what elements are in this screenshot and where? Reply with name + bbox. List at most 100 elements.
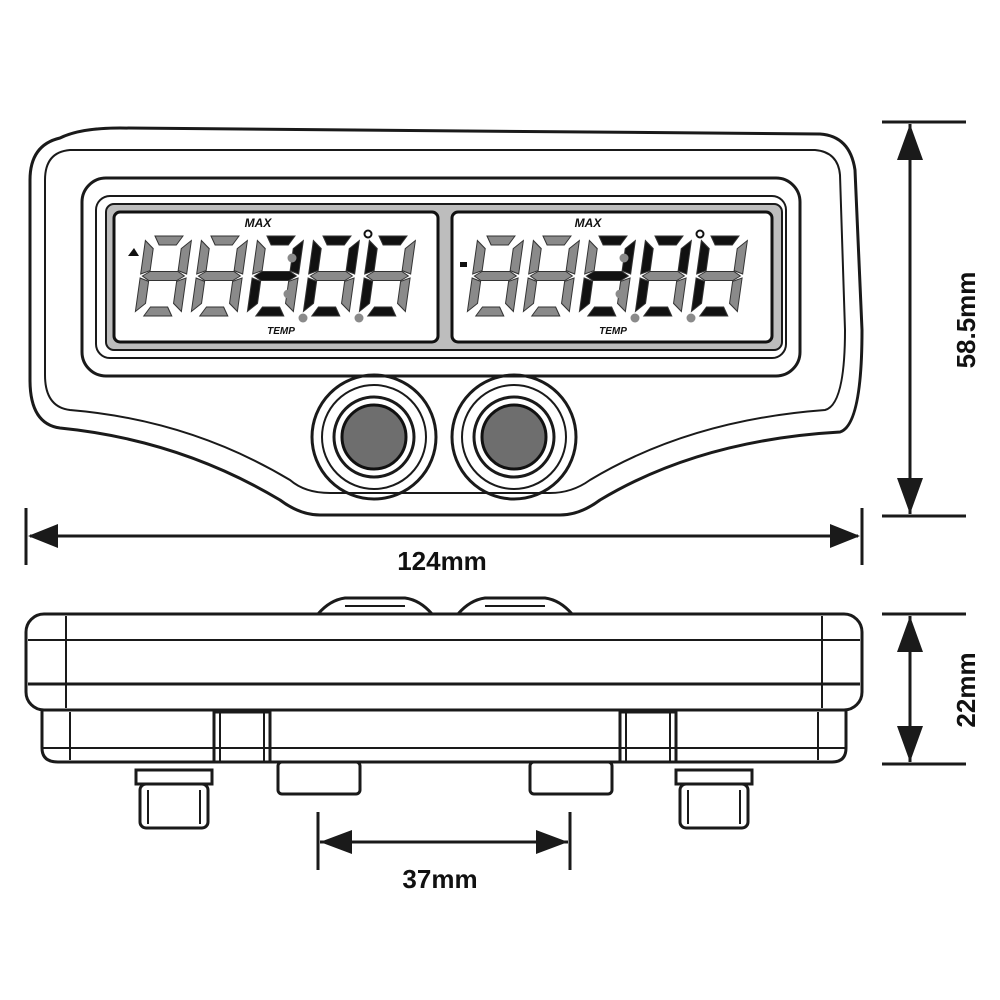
right-indicator-icon [460,262,467,267]
lcd-segment [302,277,318,313]
lcd-segment [141,271,186,281]
lcd-segment [140,239,154,275]
display-bezel [80,176,802,378]
lcd-segment [340,277,355,313]
lcd-segment [401,239,417,275]
lcd-segment [308,239,322,275]
lcd-digit [358,235,417,317]
lcd-dot [283,289,293,299]
lcd-segment [584,239,598,275]
left-max-label: MAX [245,216,273,230]
lcd-segment [197,271,242,281]
front-view: MAX TEMP MAX TEMP [28,126,864,517]
lcd-segment [472,239,486,275]
lcd-segment [522,277,538,313]
lcd-segment [358,277,374,313]
lcd-segment [396,277,411,313]
lcd-segment [585,271,630,281]
body-outline [28,126,864,517]
lcd-segment [134,277,150,313]
left-temp-label: TEMP [267,326,295,337]
left-button[interactable] [310,373,438,501]
right-foot [528,760,614,796]
lcd-segment [142,306,173,317]
lcd-segment [528,239,542,275]
mount-spacing-label: 37mm [402,864,477,894]
depth-dimension: 22mm [882,612,981,766]
lcd-segment [190,277,206,313]
arrow-down-icon [897,726,923,762]
degree-symbol-icon [363,229,373,239]
lcd-segment [698,306,729,317]
lcd-segment [466,277,482,313]
lcd-segment [621,239,637,275]
base-plate [40,710,848,764]
top-button-right [456,596,574,615]
left-foot [276,760,362,796]
lcd-segment [289,239,305,275]
lcd-segment [486,235,516,246]
lcd-segment [154,235,184,246]
lcd-dot [287,253,297,263]
lcd-segment [586,306,617,317]
lcd-segment [364,239,378,275]
lcd-segment [634,277,650,313]
lcd-segment [598,235,628,246]
arrow-left-icon [320,830,352,854]
lcd-segment [677,239,693,275]
lcd-segment [252,239,266,275]
lcd-segment [310,306,341,317]
mount-spacing-dimension: 37mm [316,812,572,894]
lcd-segment [322,235,352,246]
lcd-segment [198,306,229,317]
width-dimension: 124mm [24,508,864,576]
lcd-dot [354,313,364,323]
arrow-up-icon [897,616,923,652]
lcd-segment [530,306,561,317]
lcd-digit [522,235,581,317]
arrow-right-icon [830,524,860,548]
lcd-segment [504,277,519,313]
right-temp-label: TEMP [599,326,627,337]
lcd-segment [228,277,243,313]
lcd-segment [542,235,572,246]
arrow-up-icon [897,124,923,160]
lcd-digit [690,235,749,317]
lcd-digits [134,229,749,323]
lcd-segment [473,271,518,281]
lcd-dot [615,289,625,299]
right-button[interactable] [450,373,578,501]
depth-label: 22mm [951,652,981,727]
lcd-segment [196,239,210,275]
lcd-digit [134,235,193,317]
lcd-segment [696,239,710,275]
height-dimension: 58.5mm [882,120,981,518]
body-inner-outline [44,149,847,494]
arrow-down-icon [897,478,923,514]
lcd-segment [509,239,525,275]
arrow-left-icon [28,524,58,548]
lcd-segment [345,239,361,275]
lcd-segment [565,239,581,275]
lcd-segment [253,271,298,281]
left-bracket [212,710,272,764]
lcd-segment [641,271,686,281]
lcd-dot [298,313,308,323]
lcd-segment [560,277,575,313]
lcd-digit [578,235,637,317]
lcd-segment [474,306,505,317]
lcd-segment [210,235,240,246]
lcd-segment [642,306,673,317]
side-view [24,596,864,830]
lcd-digit [302,235,361,317]
right-mount-bolt [674,768,754,830]
lcd-segment [177,239,193,275]
lcd-digit [634,235,693,317]
lcd-dot [686,313,696,323]
lcd-segment [233,239,249,275]
side-body [24,612,864,712]
lcd-digit [466,235,525,317]
right-max-label: MAX [575,216,603,230]
